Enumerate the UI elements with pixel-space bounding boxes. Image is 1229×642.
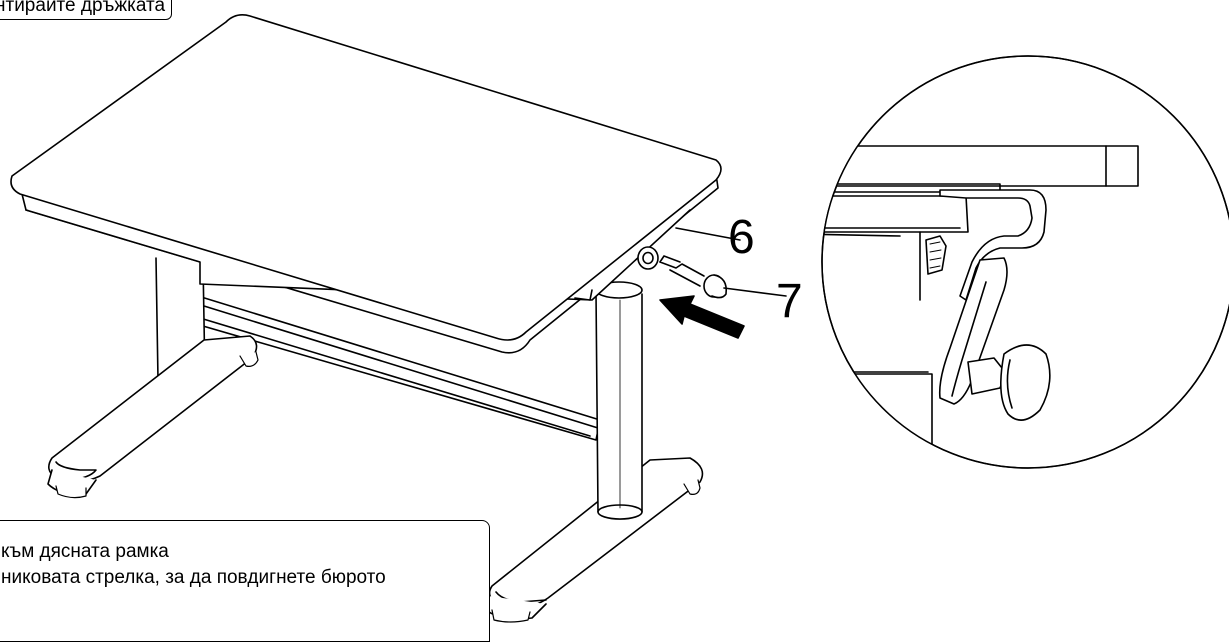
desk-assembly-illustration [10,14,1229,623]
crossbar [195,295,601,441]
detail-magnifier [821,55,1229,469]
leader-lines [675,227,787,297]
right-foot [485,457,704,623]
part-number-7: 7 [776,275,803,328]
desk-top [10,14,722,354]
left-foot [47,335,259,499]
right-leg [595,281,643,520]
top-instruction-caption: нтирайте дръжката [0,0,173,20]
bottom-instruction-line-2: никовата стрелка, за да повдигнете бюрот… [1,567,386,588]
top-instruction-text: нтирайте дръжката [0,0,166,16]
part-number-6: 6 [728,211,755,264]
handle-socket [637,246,659,270]
crank-handle [659,255,728,299]
bottom-instruction-caption: към дясната рамка никовата стрелка, за д… [0,520,490,642]
bottom-instruction-line-1: към дясната рамка [1,541,169,562]
direction-arrow [659,295,745,339]
